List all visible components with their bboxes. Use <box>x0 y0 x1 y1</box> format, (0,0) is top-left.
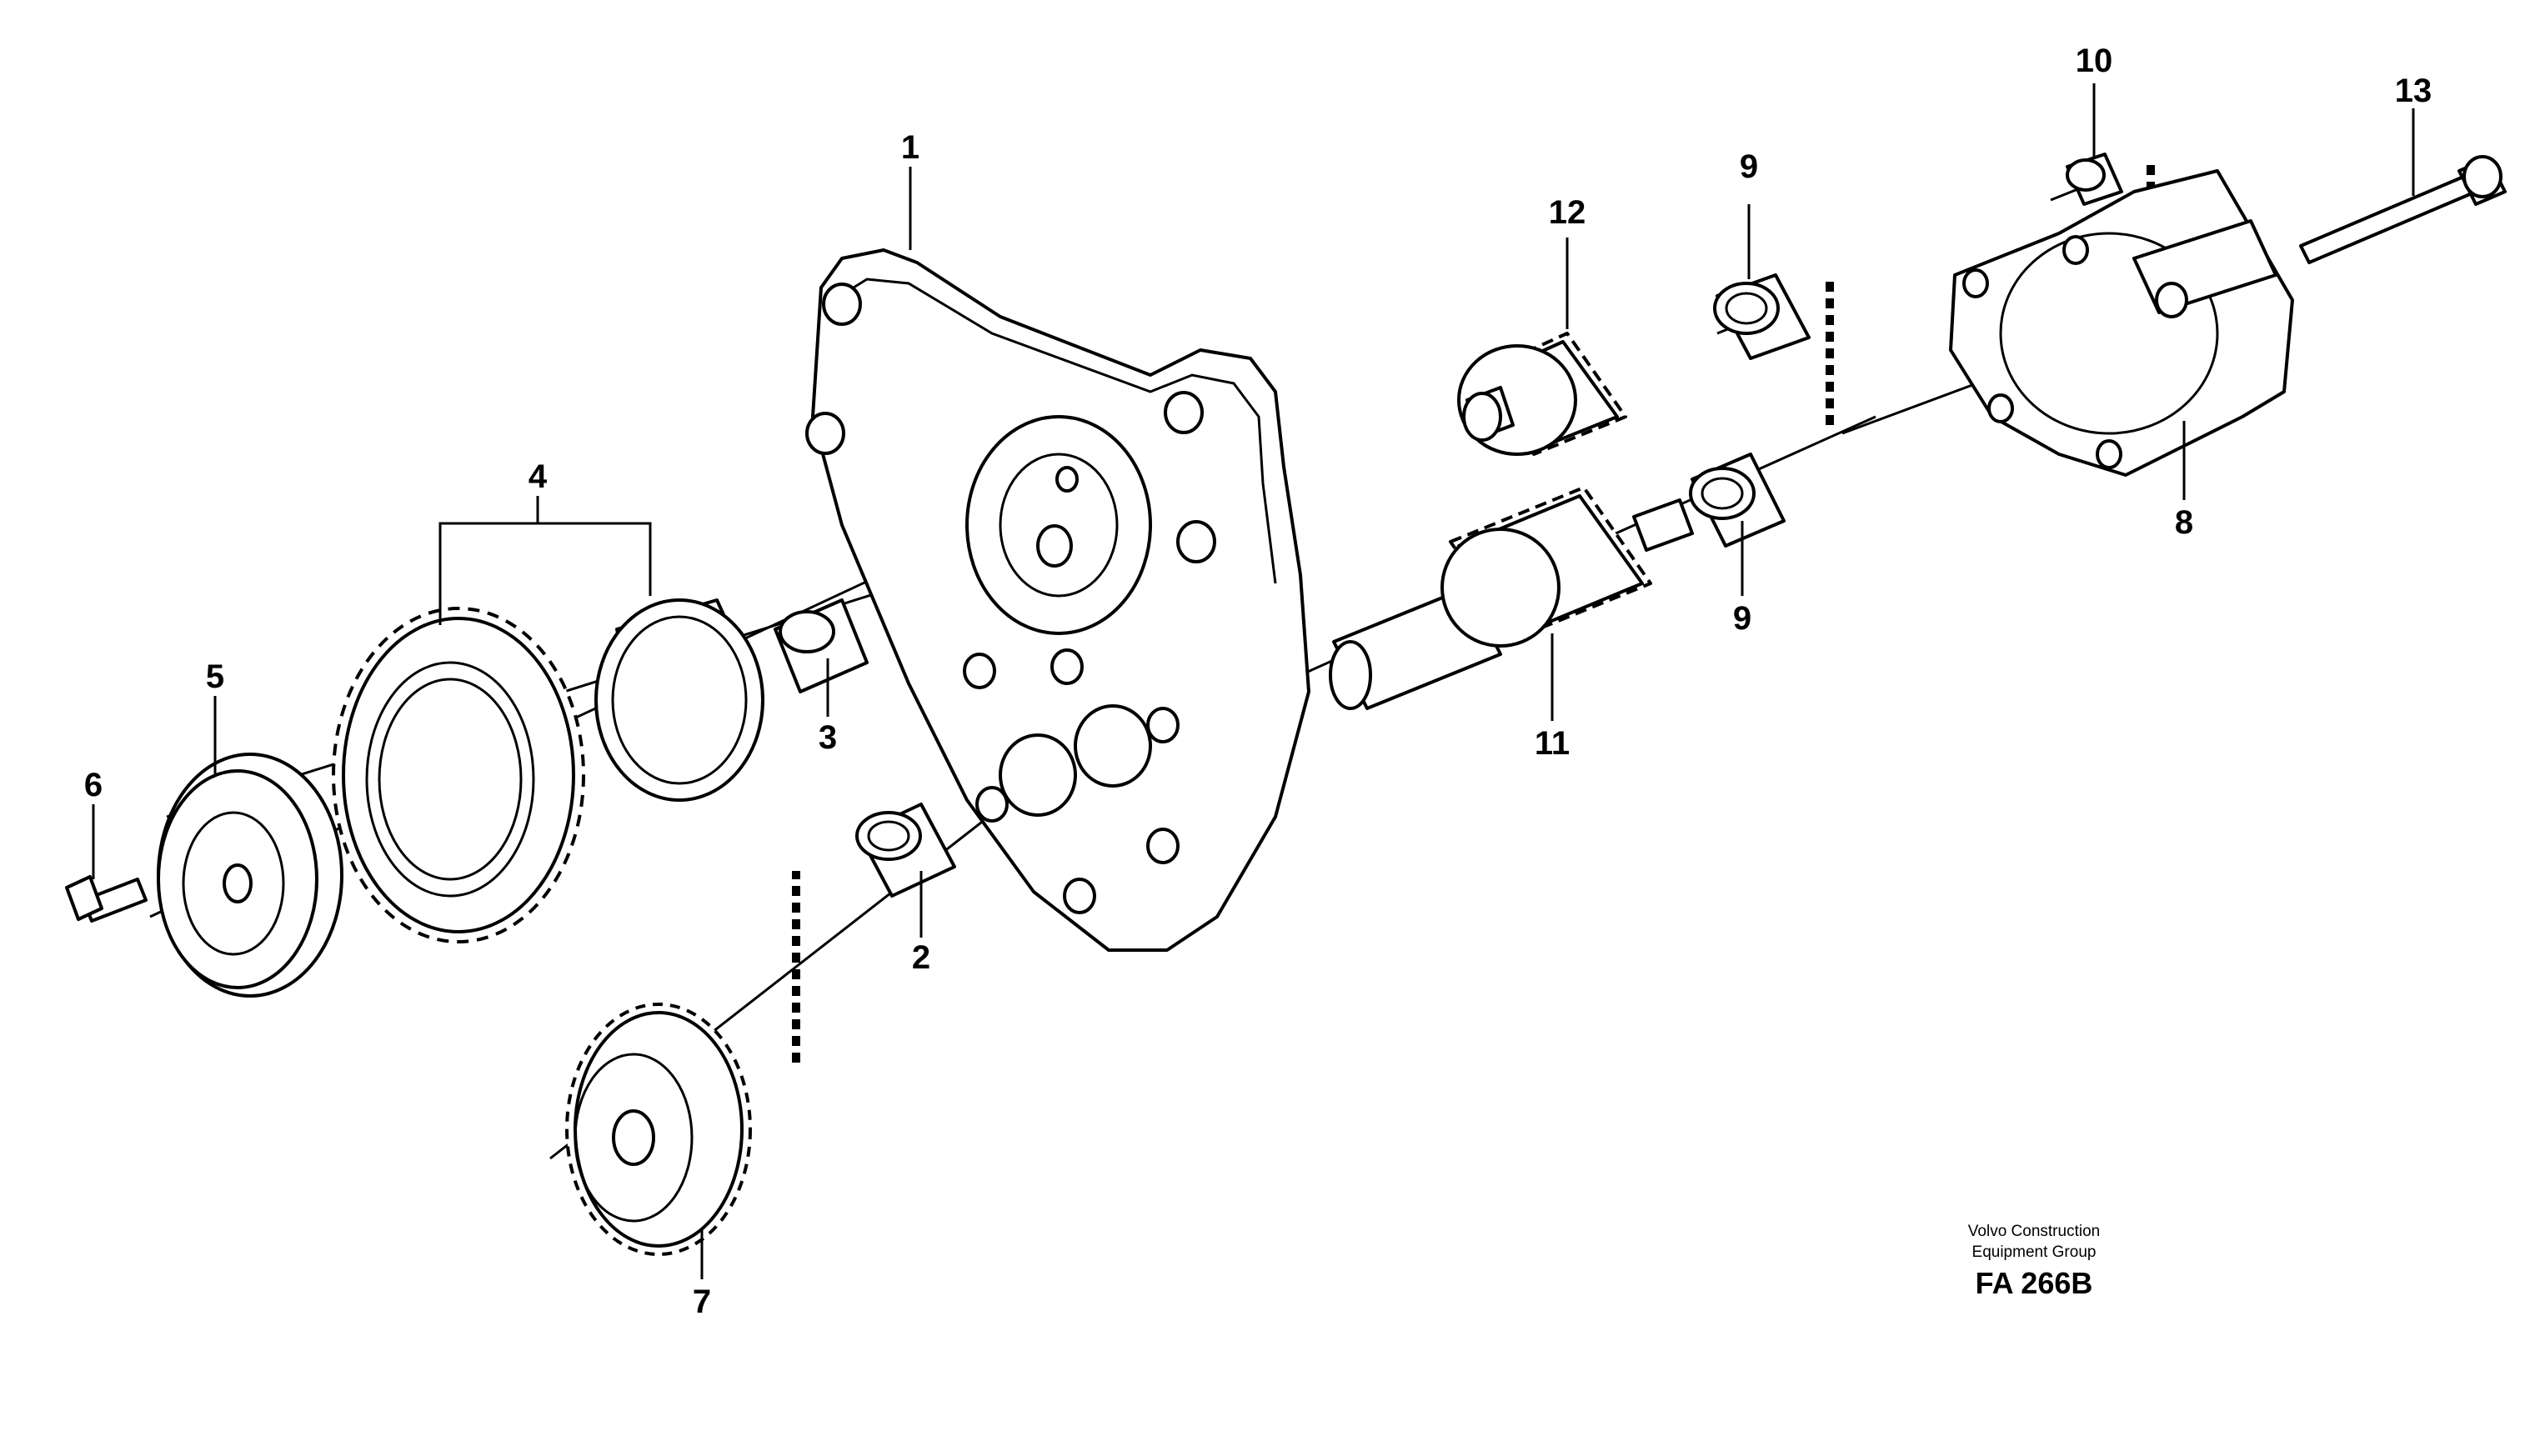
bearing-ring-4 <box>594 598 764 802</box>
gear-7 <box>565 1003 752 1256</box>
label-part-9-lower: 9 <box>1733 600 1751 637</box>
figure-number: FA 266B <box>1976 1266 2093 1300</box>
bolt-13 <box>2299 155 2507 264</box>
pump-housing <box>805 248 1310 952</box>
label-part-6: 6 <box>84 767 103 803</box>
leader-lines <box>92 83 2415 1279</box>
bushing-9-upper <box>1713 273 1811 360</box>
dowel-pin-3 <box>774 598 869 693</box>
bushing-9-lower <box>1689 453 1786 548</box>
label-part-7: 7 <box>693 1283 711 1320</box>
credit-line-1: Volvo Construction <box>1968 1223 2100 1240</box>
label-part-4: 4 <box>529 458 548 495</box>
label-part-2: 2 <box>912 939 930 976</box>
label-part-11: 11 <box>1535 725 1570 762</box>
gear-shaft-11 <box>1329 486 1694 710</box>
label-part-8: 8 <box>2175 504 2193 541</box>
label-part-1: 1 <box>901 129 919 166</box>
pump-gear-12 <box>1457 332 1627 456</box>
pulley-5 <box>157 753 343 998</box>
label-part-5: 5 <box>206 658 224 695</box>
part-labels: 1 2 3 4 5 6 7 8 9 9 10 11 12 13 <box>84 43 2432 1320</box>
sleeve-10 <box>2066 153 2123 206</box>
label-part-3: 3 <box>819 719 837 756</box>
label-part-10: 10 <box>2076 43 2113 79</box>
label-part-13: 13 <box>2395 73 2432 109</box>
label-part-12: 12 <box>1549 194 1586 231</box>
bushing-2 <box>855 803 956 898</box>
bolt-6 <box>65 875 148 923</box>
pump-cover-8 <box>1949 169 2294 477</box>
label-part-9-upper: 9 <box>1740 148 1758 185</box>
credit-line-2: Equipment Group <box>1972 1243 2097 1261</box>
credit-block: Volvo Construction Equipment Group FA 26… <box>1968 1223 2100 1300</box>
gear-4 <box>332 607 585 943</box>
